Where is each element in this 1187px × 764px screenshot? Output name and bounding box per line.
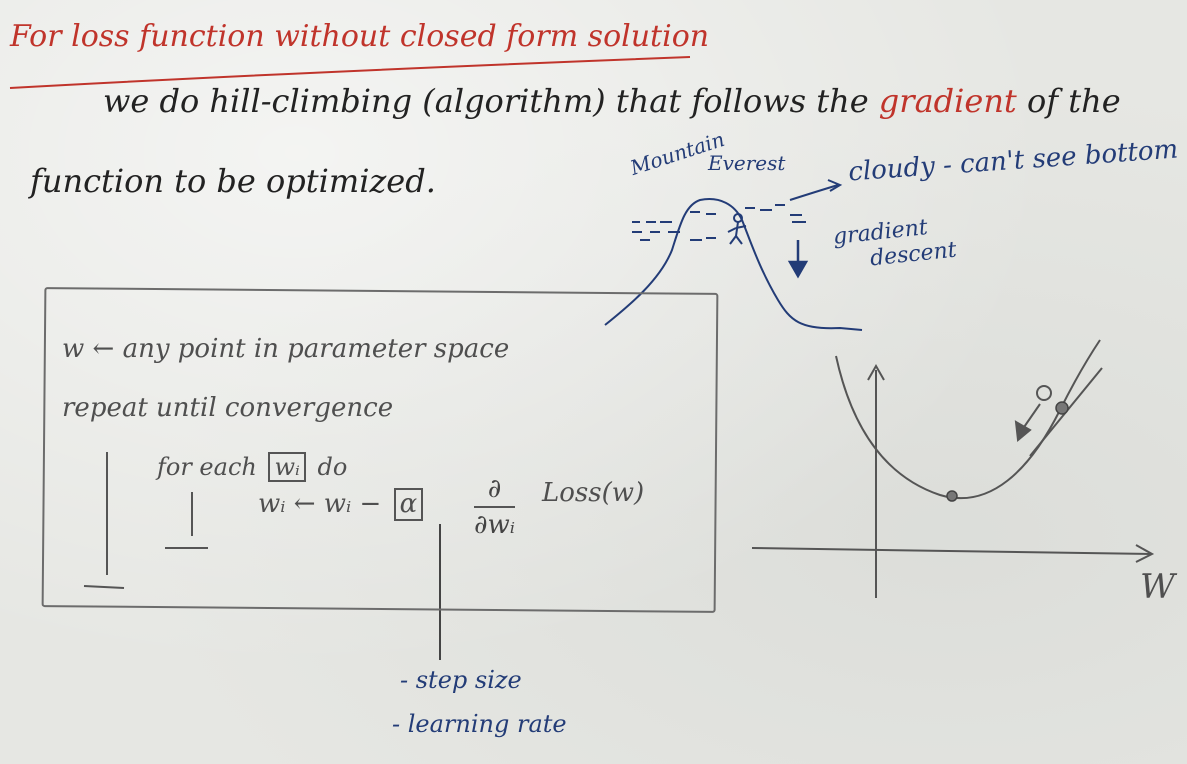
intro-line-1: we do hill-climbing (algorithm) that fol… (103, 85, 1121, 117)
algorithm-repeat-line: repeat until convergence (62, 393, 394, 423)
current-point (1055, 401, 1069, 415)
plot-axes (751, 363, 1155, 598)
climber-figure (727, 213, 747, 245)
intro-line-2: function to be optimized. (30, 162, 436, 200)
intro-line-1-start: we do hill-climbing (algorithm) that fol… (103, 82, 869, 120)
fraction-bar (474, 506, 515, 508)
loop-brackets (83, 452, 208, 589)
algorithm-init-line: w ← any point in parameter space (62, 334, 510, 364)
loss-function-text: Loss(w) (542, 478, 645, 508)
cloud-dashes (632, 204, 806, 241)
alpha-box: α (393, 488, 424, 521)
step-arrow (1014, 403, 1041, 442)
loop-variable-box: wᵢ (268, 452, 306, 483)
title-underline (9, 56, 691, 89)
intro-line-1-end: of the (1026, 82, 1121, 120)
page-title: For loss function without closed form so… (10, 19, 710, 54)
previous-point (1036, 385, 1052, 401)
partial-denominator: ∂wᵢ (474, 510, 515, 540)
loss-curve (835, 339, 1101, 500)
do-text: do (317, 453, 348, 481)
partial-numerator: ∂ (487, 474, 502, 504)
for-each-text: for each (157, 453, 257, 481)
learning-rate-note: - learning rate (392, 710, 567, 738)
update-rule-line: wᵢ ← wᵢ − α (258, 488, 427, 521)
algorithm-for-line: for each wᵢ do (157, 452, 348, 483)
partial-derivative: ∂ ∂wᵢ (474, 476, 515, 538)
w-axis-label: W (1140, 567, 1175, 607)
intro-gradient-word: gradient (878, 82, 1017, 120)
minimum-point (946, 490, 958, 502)
cloudy-arrow (789, 179, 843, 201)
step-size-note: - step size (400, 666, 522, 694)
descent-arrow (787, 240, 809, 279)
update-rule-lhs: wᵢ ← wᵢ − (258, 489, 382, 519)
everest-label: Everest (708, 151, 786, 175)
mountain-outline (604, 198, 863, 331)
